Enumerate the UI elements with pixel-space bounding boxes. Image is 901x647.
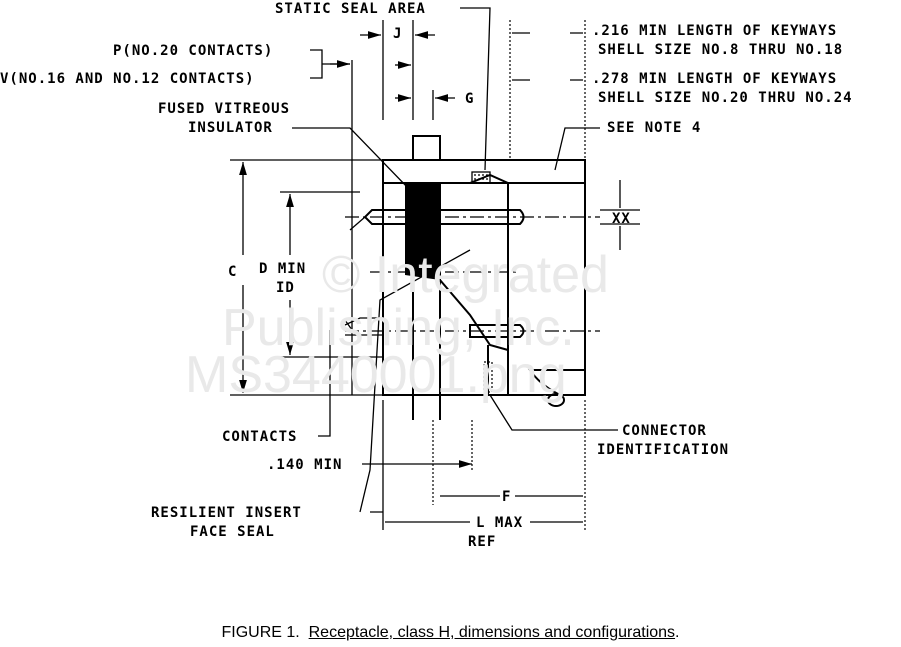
label-connector: CONNECTOR <box>622 423 707 439</box>
watermark-line-3: MS3440001.png <box>185 346 567 404</box>
watermark-line-1: © Integrated <box>322 246 609 304</box>
label-see-note-4: SEE NOTE 4 <box>607 120 701 136</box>
label-f: F <box>502 489 511 505</box>
label-g: G <box>465 91 474 107</box>
caption-title: Receptacle, class H, dimensions and conf… <box>308 624 676 641</box>
receptacle-section <box>344 135 600 420</box>
label-xx: XX <box>612 211 631 227</box>
label-v-contacts: V(NO.16 AND NO.12 CONTACTS) <box>0 71 255 87</box>
label-insulator: INSULATOR <box>188 120 273 136</box>
label-shell-20-24: SHELL SIZE NO.20 THRU NO.24 <box>598 90 853 106</box>
figure-caption: FIGURE 1. Receptacle, class H, dimension… <box>0 624 901 642</box>
label-contacts: CONTACTS <box>222 429 297 445</box>
label-j: J <box>393 26 402 42</box>
label-id: ID <box>276 280 295 296</box>
label-shell-8-18: SHELL SIZE NO.8 THRU NO.18 <box>598 42 843 58</box>
callout-labels: STATIC SEAL AREA J P(NO.20 CONTACTS) V(N… <box>0 1 853 550</box>
label-d-min: D MIN <box>259 261 306 277</box>
watermark-line-2: Publishing, Inc. <box>222 299 575 357</box>
label-140-min: .140 MIN <box>267 457 342 473</box>
label-fused-vitreous: FUSED VITREOUS <box>158 101 290 117</box>
label-keyway-216: .216 MIN LENGTH OF KEYWAYS <box>592 23 837 39</box>
label-keyway-278: .278 MIN LENGTH OF KEYWAYS <box>592 71 837 87</box>
label-identification: IDENTIFICATION <box>597 442 729 458</box>
label-ref: REF <box>468 534 496 550</box>
label-resilient-insert: RESILIENT INSERT <box>151 505 302 521</box>
label-l-max: L MAX <box>476 515 523 531</box>
label-face-seal: FACE SEAL <box>190 524 275 540</box>
label-static-seal-area: STATIC SEAL AREA <box>275 1 426 17</box>
watermark: © Integrated Publishing, Inc. MS3440001.… <box>185 246 609 404</box>
dimension-lines <box>230 7 640 530</box>
label-c: C <box>228 264 237 280</box>
caption-suffix: . <box>675 624 680 641</box>
label-p-contacts: P(NO.20 CONTACTS) <box>113 43 273 59</box>
caption-prefix: FIGURE 1. <box>221 624 309 641</box>
